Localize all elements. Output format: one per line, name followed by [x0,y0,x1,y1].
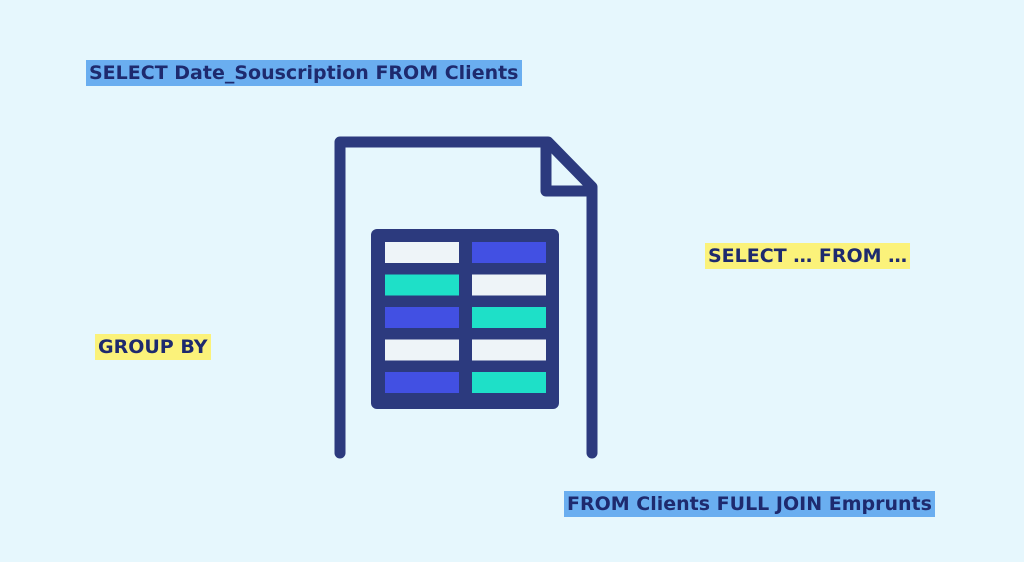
table-cell [385,339,459,361]
select-from-label: SELECT … FROM … [705,243,911,269]
group-by-label: GROUP BY [95,334,211,360]
table-cell [385,307,459,328]
table-cell [472,339,546,361]
from-join-label: FROM Clients FULL JOIN Emprunts [564,491,935,517]
table-cell [385,274,459,296]
table-cell [472,372,546,393]
table-cell [472,242,546,263]
table-cell [472,274,546,296]
table-cell [472,307,546,328]
table-cell [385,242,459,263]
document-fold-corner [540,138,596,197]
table-cell [385,372,459,393]
table-frame [371,229,559,409]
table-cells [385,242,546,393]
select-date-label: SELECT Date_Souscription FROM Clients [86,60,522,86]
